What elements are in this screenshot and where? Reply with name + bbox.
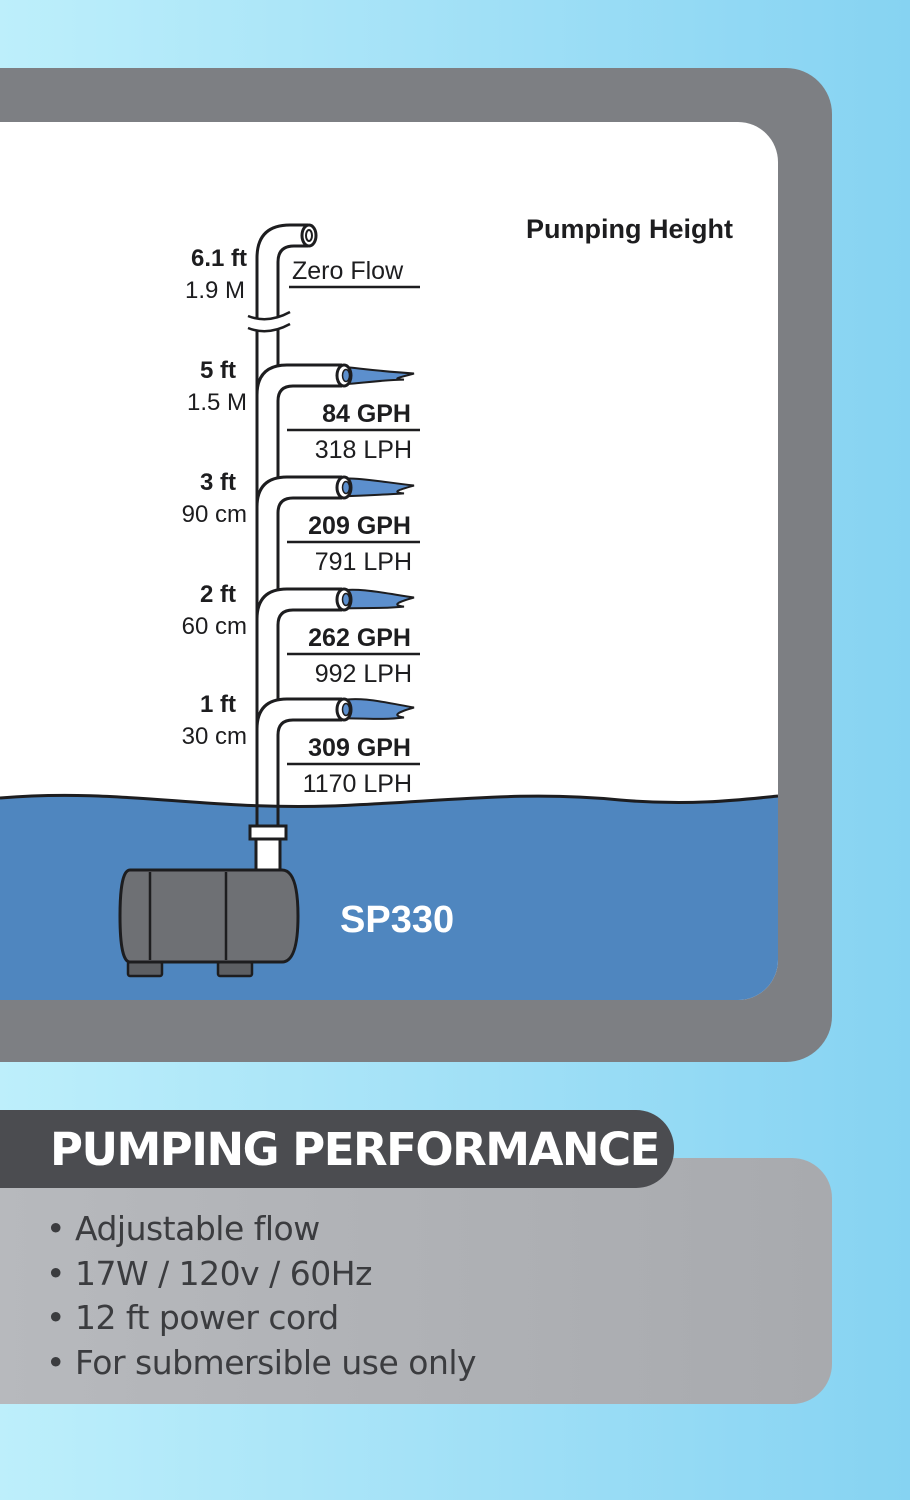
feature-list: • Adjustable flow • 17W / 120v / 60Hz • … [46,1207,477,1385]
water-spray [335,587,415,612]
level-height-ft: 5 ft [200,357,236,384]
water-surface [0,793,778,808]
water-spray [335,697,415,722]
pumping-height-diagram: Pumping Height 6.1 ft 1.9 M Zero Flow SP… [0,214,778,1000]
top-height-metric: 1.9 M [185,277,245,304]
pump [118,868,300,978]
feature-item: • Adjustable flow [46,1209,320,1248]
pipe-branch [255,363,415,425]
level-height-metric: 30 cm [182,723,247,750]
pipe-break [247,310,291,333]
main-pipe [248,223,308,875]
level-lph: 791 LPH [315,548,412,576]
level-height-metric: 90 cm [182,501,247,528]
diagram-card: Pumping Height 6.1 ft 1.9 M Zero Flow SP… [0,122,778,1000]
level-height-metric: 1.5 M [187,389,247,416]
performance-header [0,1110,674,1188]
feature-item: • 12 ft power cord [46,1298,339,1337]
water-spray [335,363,415,388]
level-height-ft: 2 ft [200,581,236,608]
level-lph: 992 LPH [315,660,412,688]
model-label: SP330 [340,899,454,941]
level-height-ft: 3 ft [200,469,236,496]
top-height-ft: 6.1 ft [191,245,247,272]
level-gph: 84 GPH [322,400,411,428]
performance-panel [0,1158,832,1404]
pipe-branch [255,697,415,759]
water [0,795,778,1000]
level-height-ft: 1 ft [200,691,236,718]
water-spray [335,475,415,500]
pipe-branch [255,475,415,537]
performance-title: PUMPING PERFORMANCE [50,1123,660,1176]
feature-item: • 17W / 120v / 60Hz [46,1253,372,1293]
zero-flow-label: Zero Flow [292,257,404,285]
level-lph: 1170 LPH [303,770,412,798]
level-gph: 209 GPH [308,512,411,540]
pipe-branch [255,587,415,649]
level-height-metric: 60 cm [182,613,247,640]
pumping-height-title: Pumping Height [526,214,733,244]
level-gph: 309 GPH [308,734,411,762]
level-gph: 262 GPH [308,624,411,652]
level-lph: 318 LPH [315,436,412,464]
feature-item: • For submersible use only [46,1342,477,1382]
